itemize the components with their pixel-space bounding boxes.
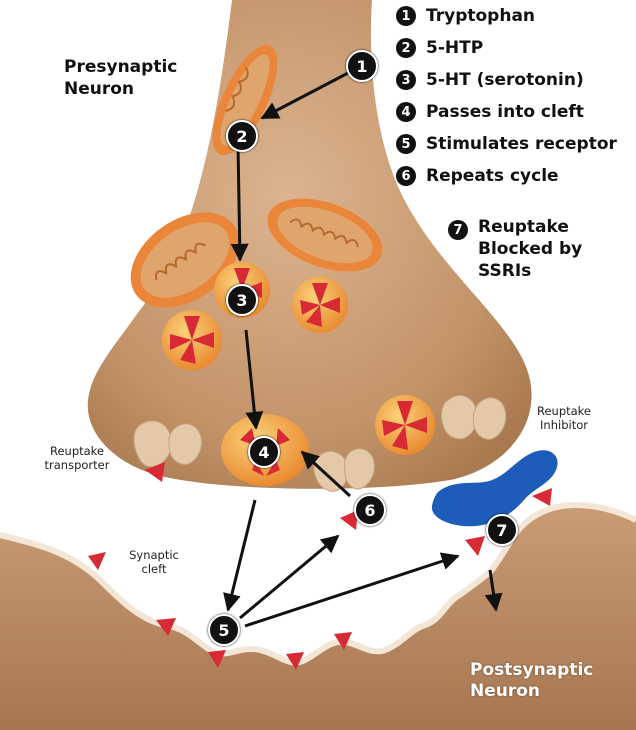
reuptake-transporter-left <box>133 420 203 468</box>
step-marker-3: 3 <box>226 284 258 316</box>
legend-text: Passes into cleft <box>426 102 584 122</box>
reuptake-transporter-middle <box>313 448 375 492</box>
legend-item-4: 4 Passes into cleft <box>396 102 584 122</box>
legend-item-5: 5 Stimulates receptor <box>396 134 617 154</box>
legend-item-2: 2 5-HTP <box>396 38 483 58</box>
vesicle-right <box>292 277 348 333</box>
serotonin-molecules <box>88 462 552 670</box>
legend-item-3: 3 5-HT (serotonin) <box>396 70 584 90</box>
legend-text: 5-HT (serotonin) <box>426 70 584 90</box>
vesicle-left <box>162 310 222 370</box>
legend-text: Stimulates receptor <box>426 134 617 154</box>
legend-number: 4 <box>396 102 416 122</box>
legend-number: 6 <box>396 166 416 186</box>
legend-number: 3 <box>396 70 416 90</box>
reuptake-inhibitor-shape <box>431 450 558 527</box>
step-marker-6: 6 <box>354 494 386 526</box>
pathway-arrows <box>223 70 503 628</box>
vesicle-reuptake <box>375 395 435 455</box>
reuptake-inhibitor-label: Reuptake Inhibitor <box>536 404 592 432</box>
step-marker-4: 4 <box>248 436 280 468</box>
reuptake-transporter-right <box>440 394 507 440</box>
legend-item-6: 6 Repeats cycle <box>396 166 559 186</box>
mitochondrion-left <box>130 212 240 308</box>
legend-text: 5-HTP <box>426 38 484 58</box>
presynaptic-label: Presynaptic Neuron <box>64 57 178 99</box>
postsynaptic-label: Postsynaptic Neuron <box>470 660 594 701</box>
legend-text: Reuptake Blocked by SSRIs <box>478 217 583 281</box>
step-marker-5: 5 <box>208 614 240 646</box>
synaptic-cleft-label: Synaptic cleft <box>129 548 179 576</box>
legend-number: 7 <box>448 220 468 240</box>
legend-number: 1 <box>396 6 416 26</box>
step-marker-1: 1 <box>346 50 378 82</box>
step-marker-7: 7 <box>486 514 518 546</box>
postsynaptic-neuron <box>0 505 636 730</box>
legend-item-7: 7 Reuptake Blocked by SSRIs <box>448 216 598 282</box>
legend-number: 5 <box>396 134 416 154</box>
legend-text: Tryptophan <box>426 6 536 26</box>
legend-text: Repeats cycle <box>426 166 559 186</box>
reuptake-transporter-label: Reuptake transporter <box>44 444 110 472</box>
legend-item-1: 1 Tryptophan <box>396 6 535 26</box>
mitochondrion-right <box>267 198 383 272</box>
legend-number: 2 <box>396 38 416 58</box>
step-marker-2: 2 <box>226 120 258 152</box>
